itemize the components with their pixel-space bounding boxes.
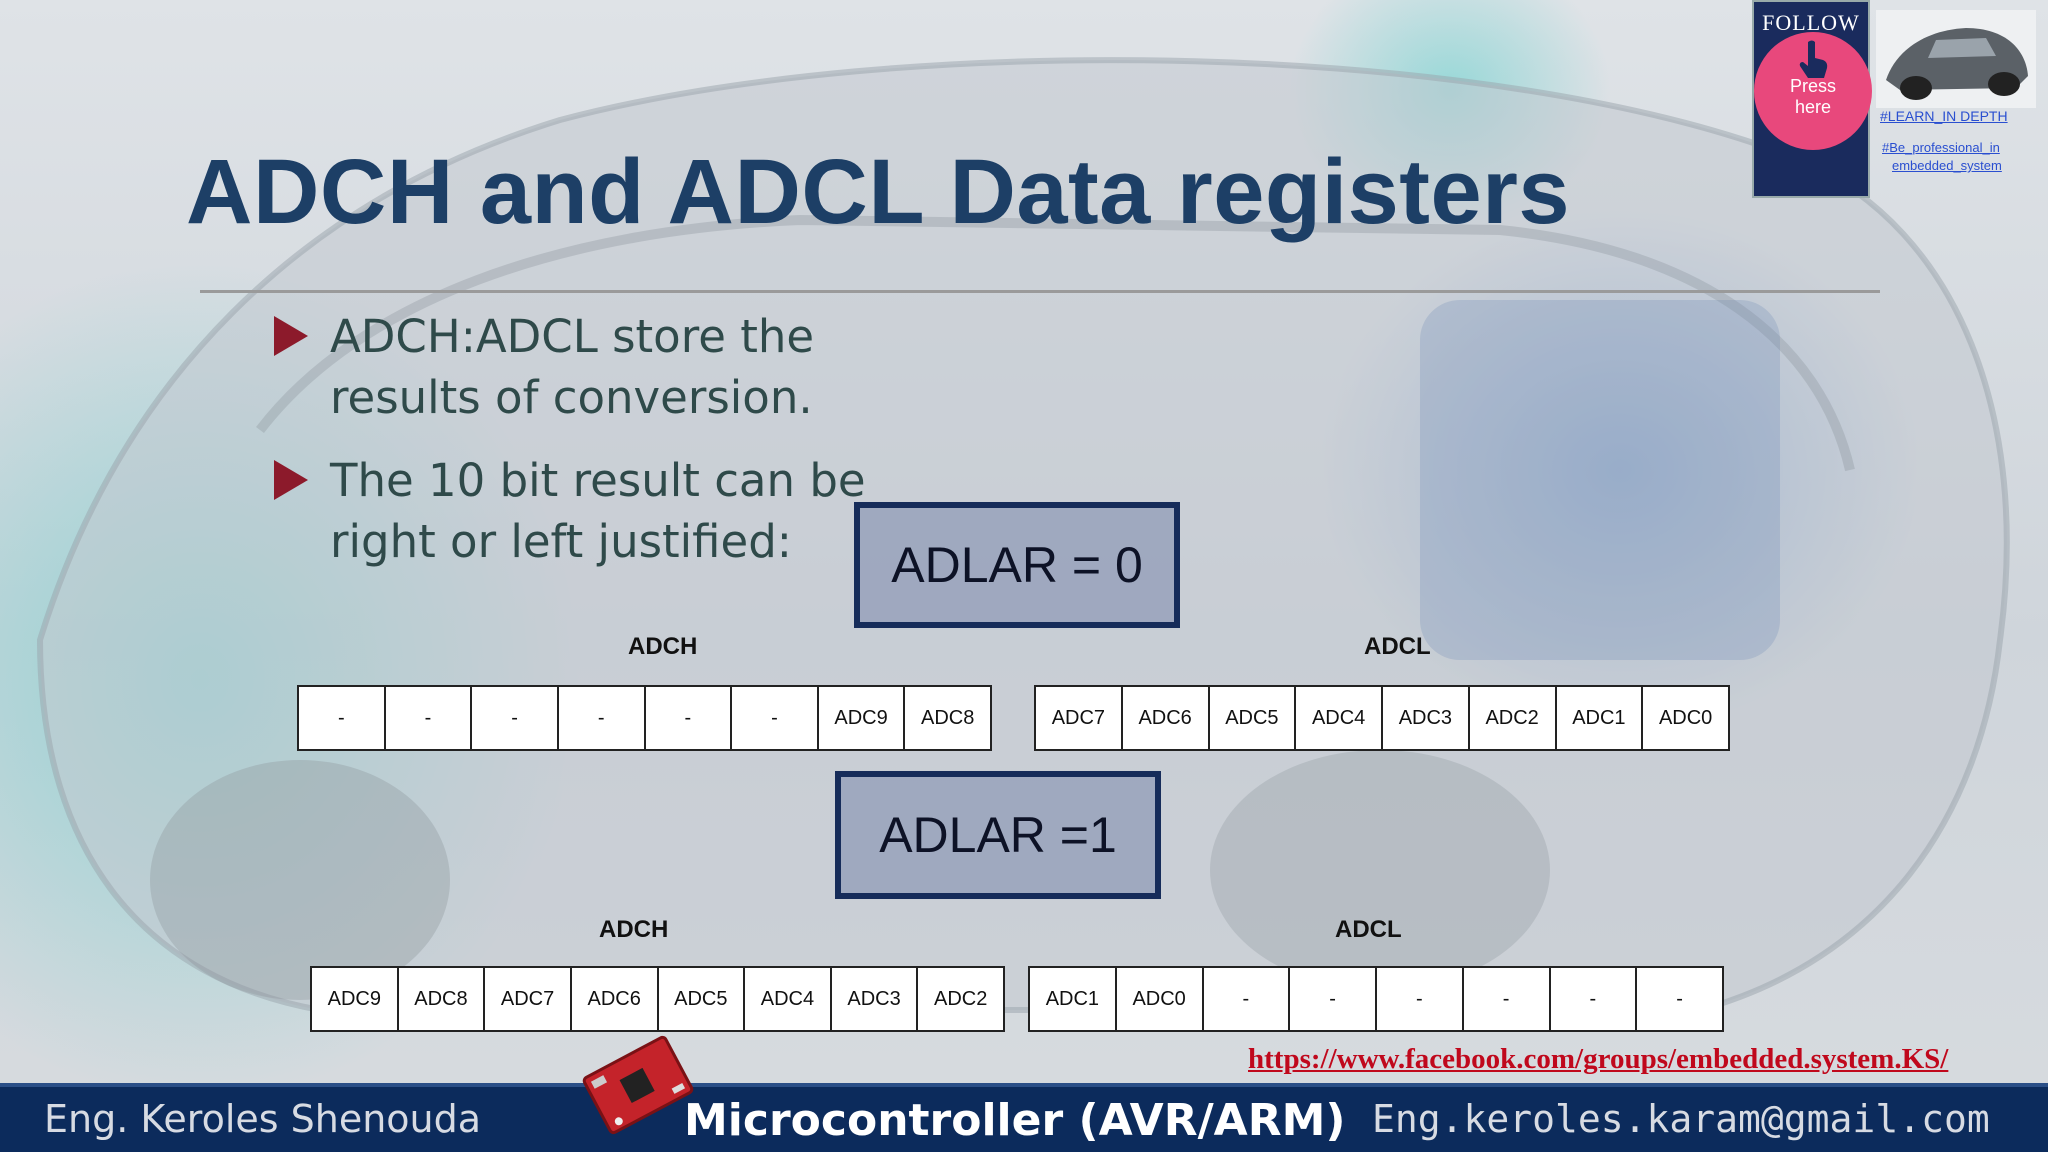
bullet-line: right or left justified: [330, 515, 792, 568]
microcontroller-board-icon [582, 1035, 694, 1135]
press-here-label: Press here [1782, 76, 1844, 118]
register-bit-cell: ADC2 [1470, 687, 1557, 749]
adch-label: ADCH [628, 633, 698, 660]
register-bit-cell: ADC0 [1117, 968, 1204, 1030]
register-bit-cell: ADC1 [1030, 968, 1117, 1030]
car-thumbnail-image [1876, 10, 2036, 108]
slide-title: ADCH and ADCL Data registers [186, 141, 1571, 243]
register-bit-cell: ADC5 [1210, 687, 1297, 749]
bullet-item: ADCH:ADCL store the results of conversio… [274, 306, 815, 428]
register-bit-cell: ADC4 [745, 968, 832, 1030]
register-bit-cell: - [1377, 968, 1464, 1030]
adcl-label: ADCL [1335, 916, 1402, 943]
register-bit-cell: ADC5 [659, 968, 746, 1030]
register-bit-cell: - [559, 687, 646, 749]
bullet-line: ADCH:ADCL store the [330, 310, 815, 363]
register-bit-cell: - [1204, 968, 1291, 1030]
register-bit-cell: - [646, 687, 733, 749]
footer-email: Eng.keroles.karam@gmail.com [1372, 1097, 1990, 1141]
register-bit-cell: ADC8 [921, 706, 975, 729]
learn-in-depth-tag[interactable]: #LEARN_IN DEPTH [1880, 108, 2008, 124]
register-bit-cell: - [1676, 987, 1683, 1010]
register-bit-cell: - [299, 687, 386, 749]
register-bit-cell: ADC2 [934, 987, 988, 1010]
facebook-group-link[interactable]: https://www.facebook.com/groups/embedded… [1248, 1043, 1949, 1075]
register-bit-cell: ADC3 [832, 968, 919, 1030]
register-bit-cell: - [732, 687, 819, 749]
register-bit-cell: ADC8 [399, 968, 486, 1030]
adcl-label: ADCL [1364, 633, 1431, 660]
register-bit-cell: ADC9 [819, 687, 906, 749]
title-divider [200, 290, 1880, 293]
bullet-triangle-icon [274, 316, 308, 356]
register-bit-cell: ADC4 [1296, 687, 1383, 749]
press-text: Press [1789, 76, 1836, 96]
register-bit-cell: - [1551, 968, 1638, 1030]
adcl-register-row: ADC1 ADC0 - - - - - - [1028, 966, 1724, 1032]
bullet-line: The 10 bit result can be [330, 454, 866, 507]
register-bit-cell: ADC7 [1036, 687, 1123, 749]
bullet-item: The 10 bit result can be right or left j… [274, 450, 866, 572]
register-bit-cell: ADC9 [312, 968, 399, 1030]
register-bit-cell: ADC6 [1123, 687, 1210, 749]
register-bit-cell: ADC0 [1658, 706, 1713, 729]
hand-pointer-icon [1799, 40, 1828, 78]
embedded-system-tag[interactable]: embedded_system [1892, 158, 2002, 173]
register-bit-cell: - [472, 687, 559, 749]
register-bit-cell: ADC3 [1383, 687, 1470, 749]
register-bit-cell: - [1464, 968, 1551, 1030]
register-bit-cell: ADC7 [485, 968, 572, 1030]
register-bit-cell: - [386, 687, 473, 749]
adcl-register-row: ADC7 ADC6 ADC5 ADC4 ADC3 ADC2 ADC1 ADC0 [1034, 685, 1730, 751]
bullet-triangle-icon [274, 460, 308, 500]
footer-author: Eng. Keroles Shenouda [44, 1097, 482, 1141]
register-bit-cell: - [1290, 968, 1377, 1030]
adlar-1-box: ADLAR =1 [835, 771, 1161, 899]
adch-register-row: - - - - - - ADC9 ADC8 [297, 685, 992, 751]
footer-course-title: Microcontroller (AVR/ARM) [684, 1095, 1346, 1146]
adlar-0-box: ADLAR = 0 [854, 502, 1180, 628]
be-professional-tag[interactable]: #Be_professional_in [1882, 140, 2000, 155]
follow-us-widget[interactable]: FOLLOW US Press here [1752, 0, 1872, 198]
footer-bar: Eng. Keroles Shenouda Microcontroller (A… [0, 1083, 2048, 1152]
here-text: here [1794, 97, 1832, 117]
register-bit-cell: ADC1 [1557, 687, 1644, 749]
bullet-line: results of conversion. [330, 371, 813, 424]
adch-label: ADCH [599, 916, 669, 943]
register-bit-cell: ADC6 [572, 968, 659, 1030]
adch-register-row: ADC9 ADC8 ADC7 ADC6 ADC5 ADC4 ADC3 ADC2 [310, 966, 1005, 1032]
